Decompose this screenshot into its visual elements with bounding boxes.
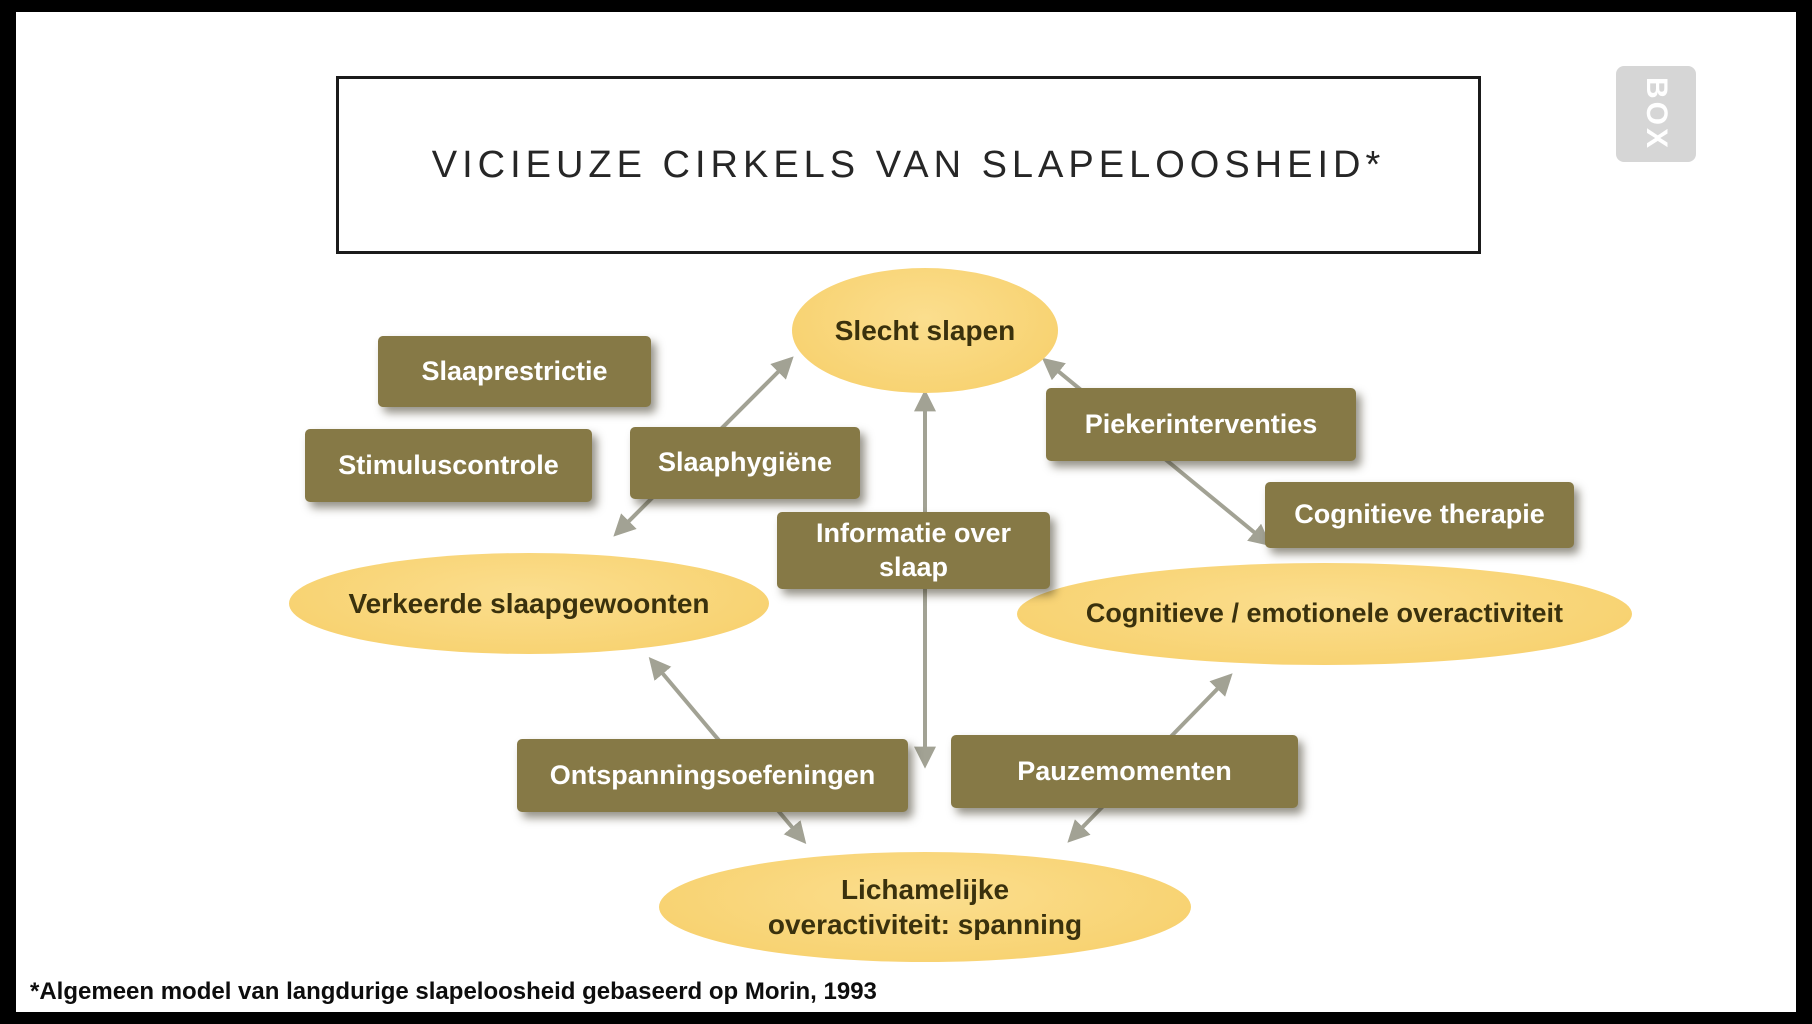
node-label: Slecht slapen: [834, 315, 1016, 346]
node-label-line1: Lichamelijke: [840, 874, 1010, 905]
slide-title: VICIEUZE CIRKELS VAN SLAPELOOSHEID*: [431, 143, 1386, 186]
footnote: *Algemeen model van langdurige slapeloos…: [30, 978, 877, 1005]
node-verkeerde-slaapgewoonten: Verkeerde slaapgewoonten: [289, 553, 769, 654]
node-piekerinterventies: Piekerinterventies: [1046, 388, 1356, 461]
node-slaaphygiene: Slaaphygiëne: [630, 427, 860, 499]
node-slecht-slapen: Slecht slapen: [792, 268, 1058, 393]
node-label-line2: overactiviteit: spanning: [767, 909, 1083, 940]
node-stimuluscontrole: Stimuluscontrole: [305, 429, 592, 502]
node-label: Slaaphygiëne: [657, 447, 833, 478]
node-label: Ontspanningsoefeningen: [549, 759, 876, 790]
node-label-line1: Informatie over: [815, 517, 1012, 548]
box-logo-text: BOX: [1639, 76, 1673, 152]
node-label: Stimuluscontrole: [338, 449, 559, 480]
node-lichamelijke-overactiviteit: Lichamelijke overactiviteit: spanning: [659, 852, 1191, 962]
node-informatie-over-slaap: Informatie over slaap: [777, 512, 1050, 589]
node-label-line2: slaap: [878, 551, 949, 582]
node-label: Slaaprestrictie: [421, 355, 608, 386]
node-label: Pauzemomenten: [1017, 755, 1232, 786]
node-label: Cognitieve / emotionele overactiviteit: [1085, 598, 1564, 629]
node-cognitieve-emotionele-overactiviteit: Cognitieve / emotionele overactiviteit: [1017, 563, 1632, 665]
node-slaaprestrictie: Slaaprestrictie: [378, 336, 651, 407]
title-box: VICIEUZE CIRKELS VAN SLAPELOOSHEID*: [336, 76, 1481, 254]
node-ontspanningsoefeningen: Ontspanningsoefeningen: [517, 739, 908, 812]
node-pauzemomenten: Pauzemomenten: [951, 735, 1298, 808]
node-cognitieve-therapie: Cognitieve therapie: [1265, 482, 1574, 548]
box-logo: BOX: [1616, 66, 1696, 162]
node-label: Piekerinterventies: [1084, 408, 1318, 439]
node-label: Verkeerde slaapgewoonten: [348, 588, 710, 619]
node-label: Cognitieve therapie: [1294, 499, 1545, 530]
